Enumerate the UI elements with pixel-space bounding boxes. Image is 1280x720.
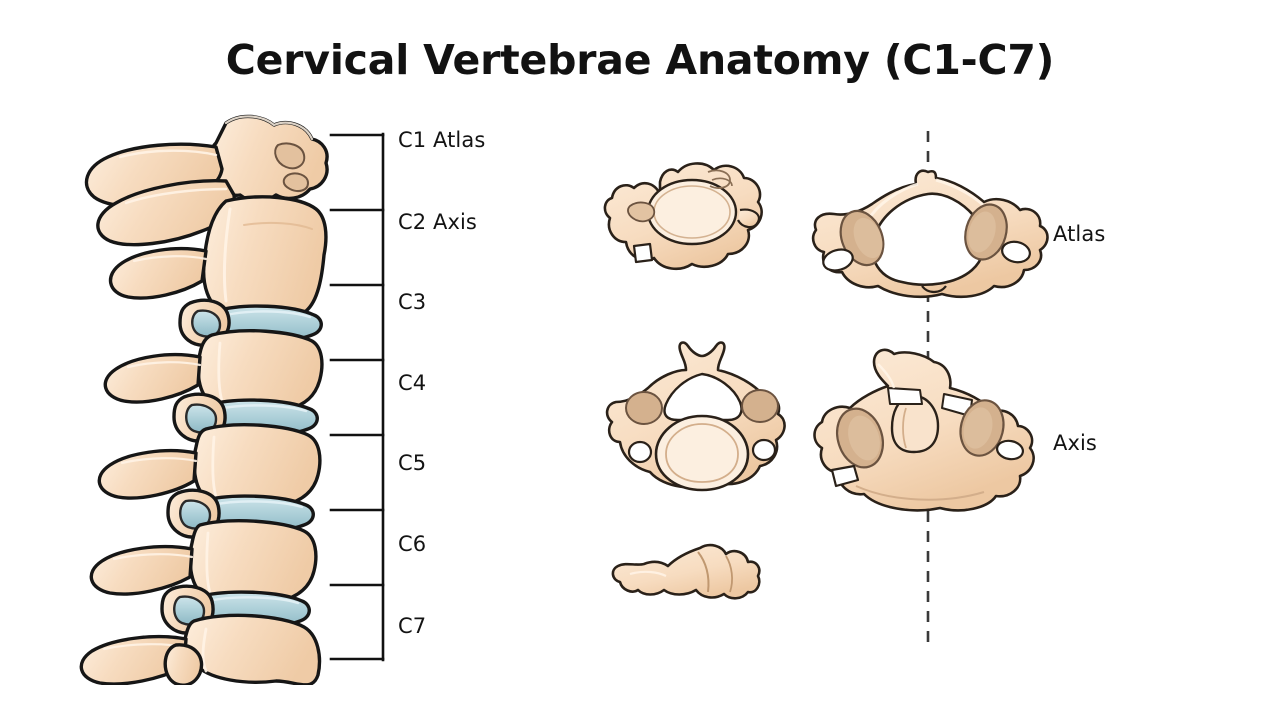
level-label-c5: C5	[398, 451, 427, 475]
side-label-axis: Axis	[1053, 431, 1097, 455]
vertebra-c2-lateral	[201, 195, 328, 322]
side-label-atlas: Atlas	[1053, 222, 1106, 246]
vertebra-c6-c7-lateral	[182, 613, 322, 685]
level-label-c4: C4	[398, 371, 427, 395]
lateral-cervical-spine-illustration	[79, 114, 329, 685]
level-label-c7: C7	[398, 614, 427, 638]
typical-cervical-vertebra-superior-view	[605, 341, 786, 492]
atlas-superior-view	[811, 169, 1049, 299]
level-label-c3: C3	[398, 290, 427, 314]
level-label-c6: C6	[398, 532, 427, 556]
vertebra-lateral-fragment-view	[611, 543, 761, 600]
vertebra-c4-lateral	[192, 423, 322, 510]
vertebra-oblique-superior-view	[603, 162, 763, 271]
level-label-c2: C2 Axis	[398, 210, 477, 234]
page-title: Cervical Vertebrae Anatomy (C1-C7)	[225, 36, 1055, 84]
cervical-level-bracket	[329, 132, 385, 662]
middle-vertebra-column	[603, 162, 786, 600]
atlas-axis-column	[811, 169, 1049, 512]
axis-superior-oblique-view	[813, 348, 1035, 512]
level-label-c1: C1 Atlas	[398, 128, 486, 152]
